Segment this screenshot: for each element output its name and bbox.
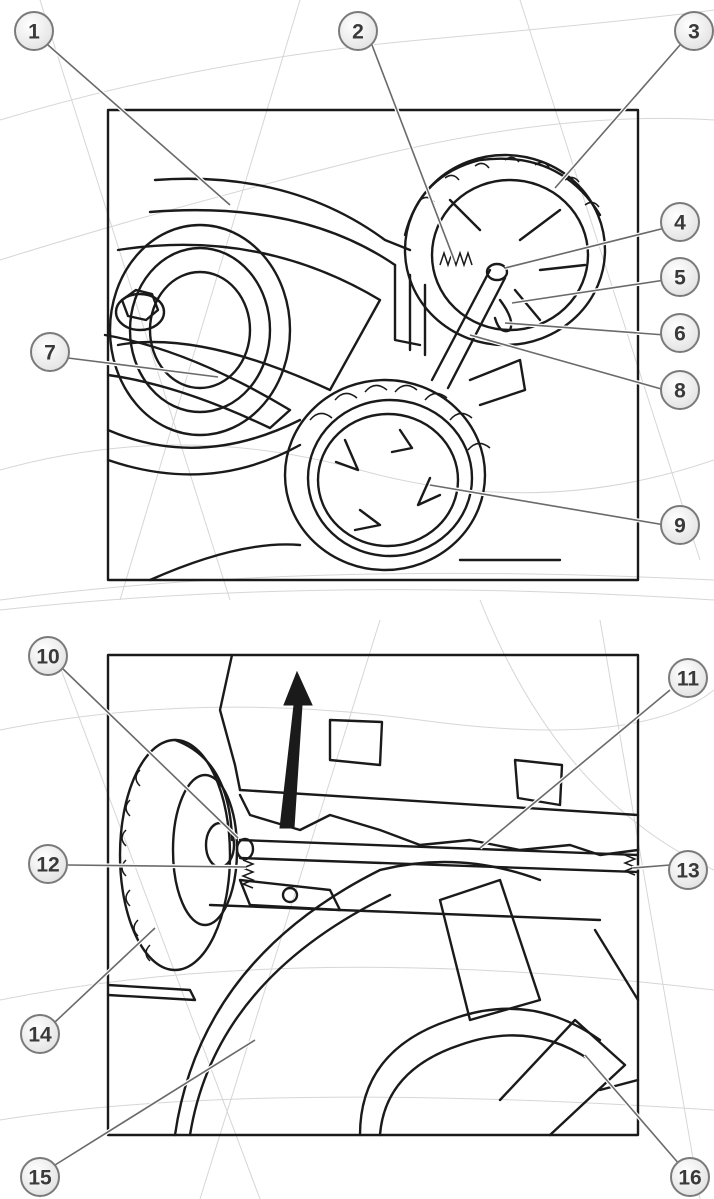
lift-direction-arrow [279,670,313,829]
callout-2: 2 [338,11,378,51]
callout-number: 13 [676,860,699,883]
callout-circle [338,11,378,51]
callout-16: 16 [670,1157,710,1197]
callout-number: 4 [674,212,686,235]
callout-circle [668,850,708,890]
callout-number: 11 [677,668,700,691]
callout-13: 13 [668,850,708,890]
callout-10: 10 [28,636,68,676]
callout-11: 11 [668,658,708,698]
callout-number: 2 [352,21,364,44]
callout-number: 16 [678,1167,701,1190]
callout-number: 15 [28,1167,52,1190]
blade-assembly [103,223,292,437]
top-panel-frame [106,108,640,582]
callout-number: 3 [688,21,700,44]
front-wheel-top [148,378,562,582]
callout-9: 9 [660,505,700,545]
callout-15: 15 [20,1157,60,1197]
callout-circle [660,370,700,410]
callout-5: 5 [660,257,700,297]
callout-number: 6 [674,323,686,346]
mower-deck-bottom [106,860,640,1137]
callout-number: 10 [36,646,59,669]
callout-circle [674,11,714,51]
callout-circle [14,11,54,51]
callout-circle [668,658,708,698]
top-illustration [103,108,640,582]
bottom-panel-frame [106,653,640,1137]
callout-circle [670,1157,710,1197]
callout-number: 7 [44,342,56,365]
callout-circle [660,313,700,353]
callout-6: 6 [660,313,700,353]
callout-8: 8 [660,370,700,410]
callout-circle [30,332,70,372]
leader-lines [46,43,682,1167]
callout-number: 5 [674,267,686,290]
callout-1: 1 [14,11,54,51]
callout-number: 14 [28,1024,52,1047]
callout-4: 4 [660,202,700,242]
bottom-illustration [106,653,640,1137]
callout-7: 7 [30,332,70,372]
callout-12: 12 [28,844,68,884]
mower-deck-top [106,177,422,476]
callout-circle [28,844,68,884]
callout-circle [660,257,700,297]
axle-rod-bottom [208,837,640,922]
callout-circle [28,636,68,676]
callout-circle [660,202,700,242]
rear-wheel-bottom [118,738,239,972]
callout-circle [660,505,700,545]
callout-number: 9 [674,515,686,538]
axle-rod-top [408,250,513,390]
callout-circle [20,1157,60,1197]
callout-circle [20,1014,60,1054]
callout-number: 1 [28,21,40,44]
callout-number: 12 [36,854,59,877]
callout-3: 3 [674,11,714,51]
callout-14: 14 [20,1014,60,1054]
callout-number: 8 [674,380,686,403]
